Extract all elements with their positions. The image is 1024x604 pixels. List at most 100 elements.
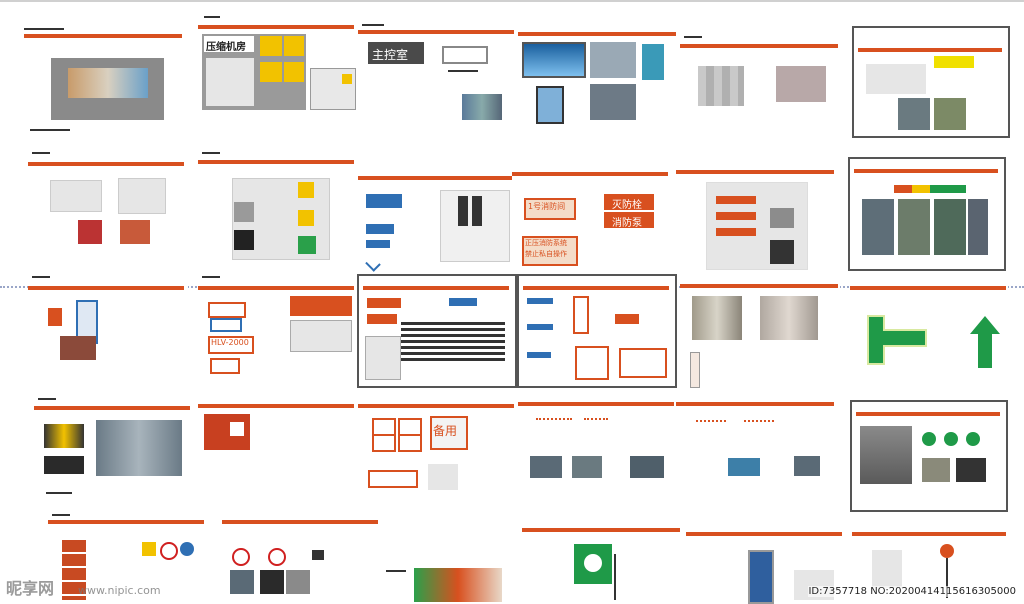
panel-cabinet-signs[interactable] — [680, 36, 840, 126]
panel-header-bar — [198, 25, 354, 29]
billboard-screen — [68, 68, 148, 98]
panel-header-bar — [358, 404, 514, 408]
tag-list — [428, 464, 458, 490]
panel-header-bar — [518, 402, 674, 406]
floor-photo-2 — [922, 458, 950, 482]
flow-tag-3 — [527, 352, 551, 358]
watermark-logo: 昵享网 — [6, 579, 55, 598]
panel-header-bar — [850, 286, 1006, 290]
panel-header-bar — [523, 286, 669, 290]
panel-header-bar — [358, 176, 514, 180]
cabinet-detail — [776, 66, 826, 102]
panel-door-signs[interactable] — [676, 166, 836, 272]
spec-header — [290, 296, 352, 316]
fire-pump-text: 消防泵 — [612, 218, 642, 229]
panel-header-line — [684, 36, 702, 38]
panel-label-tags[interactable]: HLV-2000 — [198, 276, 358, 386]
standby-sign — [430, 416, 468, 450]
spec-tag-3 — [449, 298, 477, 306]
network-diagram — [440, 190, 510, 262]
panel-header-bar — [48, 520, 204, 524]
panel-electrical-cabinets[interactable] — [34, 398, 194, 502]
panel-main-control[interactable]: 主控室 — [358, 24, 518, 128]
sign-pole — [946, 558, 948, 598]
yellow-stripe-photo — [44, 424, 84, 448]
panel-header-bar — [680, 44, 838, 48]
server-rack-1 — [458, 196, 468, 226]
panel-header-bar — [676, 170, 834, 174]
panel-green-board[interactable] — [522, 524, 682, 602]
control-room-sign — [368, 42, 424, 64]
panel-header-bar — [854, 169, 998, 173]
window-sign — [536, 86, 564, 124]
panel-frame-floor[interactable] — [850, 400, 1008, 512]
hazard-photo — [44, 456, 84, 474]
panel-header-bar — [686, 532, 842, 536]
fire-hydrant-text: 灭防栓 — [612, 200, 642, 211]
black-plate — [312, 550, 324, 560]
photo-c — [286, 570, 310, 594]
fire-system-line2: 禁止私自操作 — [525, 250, 567, 258]
road-notice — [872, 550, 902, 588]
panel-network-diagram[interactable] — [358, 170, 518, 274]
parking-photo-1 — [862, 199, 894, 255]
panel-frame-flow[interactable] — [517, 274, 677, 388]
panel-header-bar — [28, 286, 184, 290]
panel-frame-parking[interactable] — [848, 157, 1006, 271]
panel-pillar-photos[interactable] — [680, 280, 840, 388]
cabinet-room-photo — [96, 420, 182, 476]
panel-exit-signs[interactable] — [850, 282, 1008, 382]
panel-standby-tags[interactable]: 备用 — [358, 398, 518, 502]
no-entry-sign-1 — [232, 548, 250, 566]
flowerbed-sign — [414, 568, 502, 602]
door-plate-3 — [716, 228, 756, 236]
photo-closeup — [60, 336, 96, 360]
flow-banner — [615, 314, 639, 324]
panel-pipe-labels[interactable] — [518, 396, 678, 500]
panel-electric-warning[interactable] — [198, 152, 358, 260]
panel-billboard[interactable] — [24, 28, 184, 136]
pillar-photo-2 — [760, 296, 818, 340]
panel-header-bar — [522, 528, 680, 532]
round-sign-3 — [966, 432, 980, 446]
panel-frame-traffic[interactable] — [852, 26, 1010, 138]
blue-tag-1 — [366, 194, 402, 208]
panel-header-line — [202, 276, 220, 278]
spec-sheet — [290, 320, 352, 352]
panel-door-closeup[interactable] — [28, 276, 188, 372]
pillar-model — [690, 352, 700, 388]
caption-line — [30, 129, 70, 131]
map-diagram — [866, 64, 926, 94]
fire-room-text: 1号消防间 — [528, 202, 566, 211]
blue-tag-3 — [366, 240, 390, 248]
panel-fire-signs[interactable]: 1号消防间 灭防栓 消防泵 正压消防系统 禁止私自操作 — [512, 168, 672, 268]
panel-compressor-signs[interactable]: 压缩机房 — [198, 16, 358, 118]
black-sign — [234, 230, 254, 250]
round-sign-1 — [922, 432, 936, 446]
panel-no-entry[interactable] — [222, 516, 382, 602]
panel-header-bar — [363, 286, 509, 290]
panel-flowerbed[interactable] — [386, 560, 512, 602]
blue-board-2 — [590, 42, 636, 78]
floor-photo-3 — [956, 458, 986, 482]
fire-system-sign — [522, 236, 578, 266]
site-photo — [462, 94, 502, 120]
orange-sign-grid — [62, 540, 86, 600]
form-2 — [118, 178, 166, 214]
panel-fire-tables[interactable] — [28, 152, 188, 248]
panel-valve-labels[interactable] — [676, 396, 836, 500]
panel-header-bar — [198, 286, 354, 290]
panel-frame-specs[interactable] — [357, 274, 517, 388]
standee — [748, 550, 774, 604]
panel-blue-boards[interactable] — [518, 28, 678, 128]
panel-panel-closeup[interactable] — [198, 400, 358, 500]
spec-tag-1 — [367, 298, 401, 308]
sign-title-plate — [204, 36, 254, 52]
panel-prohibition-signs[interactable] — [48, 514, 208, 602]
flow-tag-1 — [527, 298, 553, 304]
caption-line — [46, 492, 72, 494]
top-rule — [0, 0, 1024, 2]
panel-header-bar — [28, 162, 184, 166]
standby-text: 备用 — [433, 424, 458, 438]
panel-header-bar — [512, 172, 668, 176]
